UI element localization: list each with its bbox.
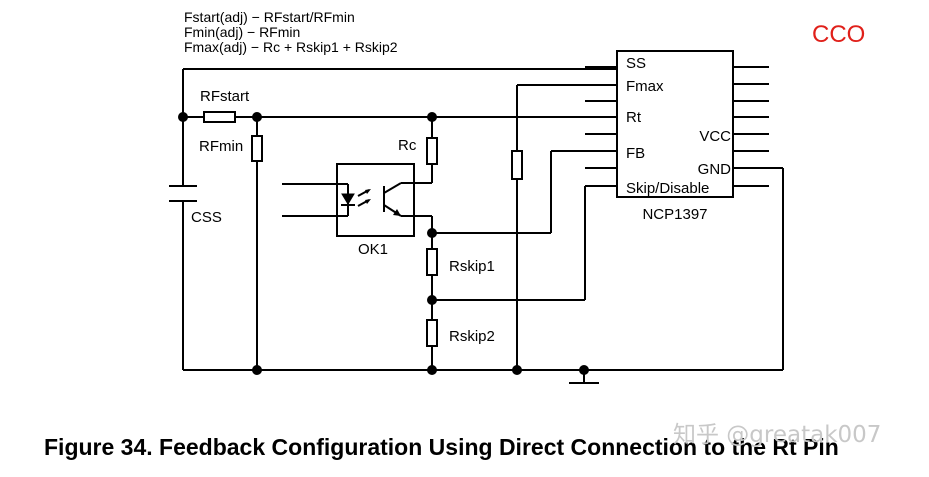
ic-pin-skip-disable: Skip/Disable <box>626 180 709 197</box>
rskip2-resistor <box>426 300 438 370</box>
ic-right-pin-leads <box>733 66 783 187</box>
skip-wiring <box>432 185 617 301</box>
ss-wiring <box>182 68 617 370</box>
formula-fstart: Fstart(adj) − RFstart/RFmin <box>184 9 355 25</box>
formula-fmin: Fmin(adj) − RFmin <box>184 24 300 40</box>
css-label: CSS <box>191 209 222 226</box>
ground-bus <box>183 168 784 384</box>
ic-pin-vcc: VCC <box>699 128 731 145</box>
fb-wiring <box>432 150 617 234</box>
ic-pin-ss: SS <box>626 55 646 72</box>
rt-wiring <box>183 111 617 123</box>
css-capacitor <box>169 185 197 202</box>
rskip1-resistor <box>426 233 438 300</box>
watermark: 知乎 @greatak007 <box>673 422 881 448</box>
rfmin-label: RFmin <box>199 138 243 155</box>
rskip1-label: Rskip1 <box>449 258 495 275</box>
rfstart-label: RFstart <box>200 88 250 105</box>
ic-pin-rt: Rt <box>626 109 642 126</box>
rfmin-resistor <box>251 117 263 370</box>
cco-label: CCO <box>812 21 865 48</box>
rskip2-label: Rskip2 <box>449 328 495 345</box>
ic-pin-gnd: GND <box>698 161 732 178</box>
ic-name-label: NCP1397 <box>642 206 707 223</box>
formula-fmax: Fmax(adj) − Rc + Rskip1 + Rskip2 <box>184 39 398 55</box>
figure-caption: Figure 34. Feedback Configuration Using … <box>44 434 839 460</box>
ic-ncp1397-body <box>616 50 734 198</box>
ic-pin-fb: FB <box>626 145 645 162</box>
ok1-label: OK1 <box>358 241 388 258</box>
ic-pin-fmax: Fmax <box>626 78 664 95</box>
junction-dots <box>178 112 589 375</box>
optocoupler-ok1 <box>282 163 433 237</box>
rc-label: Rc <box>398 137 417 154</box>
fmax-resistor <box>511 84 617 370</box>
